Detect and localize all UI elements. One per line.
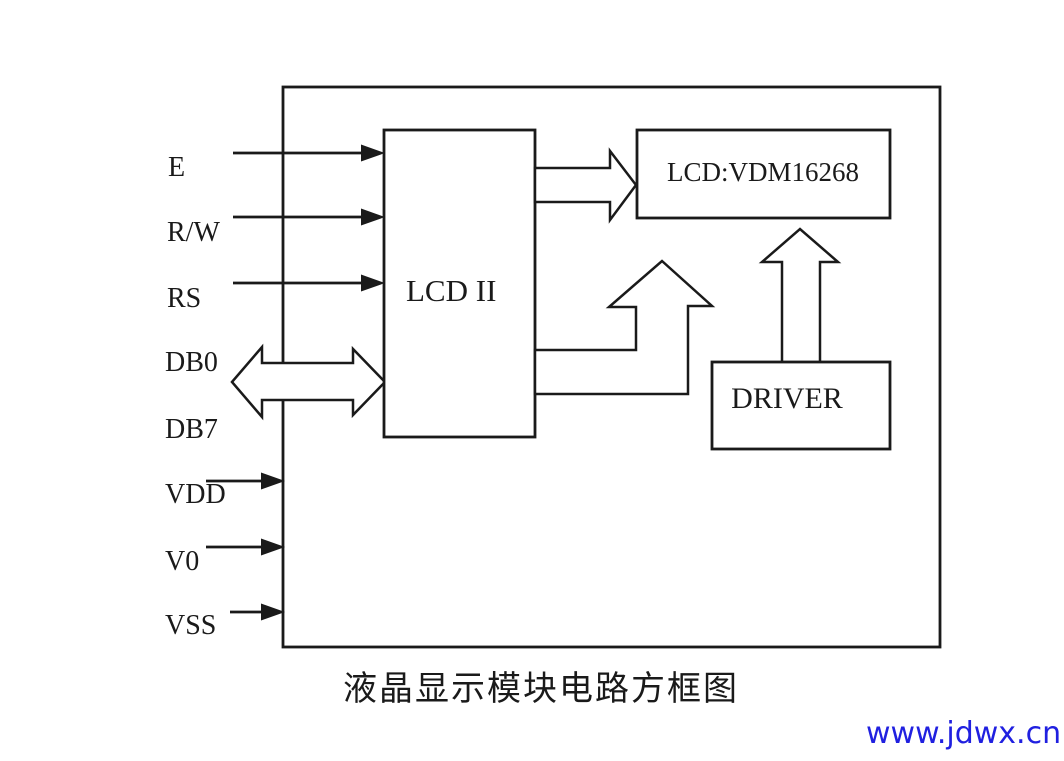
driver-to-lcd-arrow [758,227,842,365]
signal-label-db0: DB0 [165,347,218,378]
signal-label-e: E [168,152,185,183]
signal-label-vss: VSS [165,610,216,641]
controller-bent-up-arrow [533,259,716,396]
lcd-controller-label: LCD II [406,273,496,308]
signal-vdd-arrow [206,472,285,490]
driver-block [710,360,892,451]
signal-label-rs: RS [167,283,201,314]
signal-v0-arrow [206,538,285,556]
lcd-controller-block [382,128,537,439]
signal-label-db7: DB7 [165,414,218,445]
signal-label-rw: R/W [167,217,220,248]
driver-label: DRIVER [731,382,843,415]
signal-rw-arrow [233,208,385,226]
signal-rs-arrow [233,274,385,292]
lcd-panel-block [635,128,892,220]
signal-label-vdd: VDD [165,479,226,510]
site-watermark: www.jdwx.cn [866,716,1061,751]
diagram-caption: 液晶显示模块电路方框图 [343,669,739,709]
controller-to-lcd-arrow [533,147,638,224]
lcd-panel-label: LCD:VDM16268 [667,157,859,187]
signal-vss-arrow [230,603,285,621]
signal-e-arrow [233,144,385,162]
signal-label-v0: V0 [165,546,199,577]
